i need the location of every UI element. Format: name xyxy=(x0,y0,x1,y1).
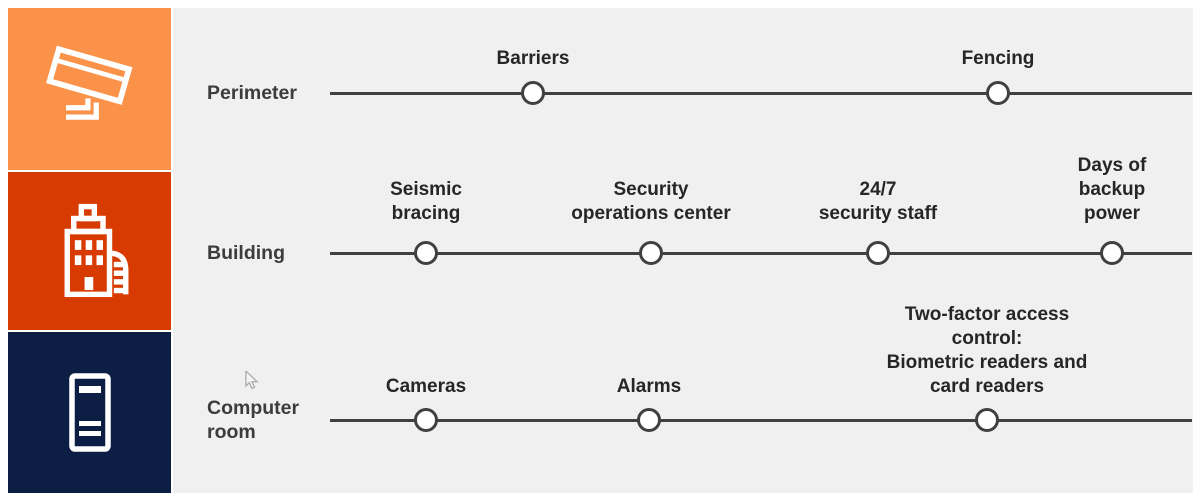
computer-room-block xyxy=(8,332,171,493)
node-label-barriers: Barriers xyxy=(496,48,570,69)
node-label-seismic-bracing: Seismic bracing xyxy=(390,179,462,224)
building-block xyxy=(8,172,171,330)
row-label-computer-room: Computer room xyxy=(207,397,300,443)
timeline-node-days-of-backup-power xyxy=(1100,241,1124,265)
node-label-247-security-staff: 24/7 security staff xyxy=(818,179,938,224)
timeline-line xyxy=(330,91,1192,95)
timeline-node-cameras xyxy=(414,408,438,432)
timeline-node-security-operations-center xyxy=(639,241,663,265)
security-camera-icon xyxy=(40,39,140,139)
diagram-panel xyxy=(173,8,1193,493)
timeline-line xyxy=(330,251,1192,255)
building-icon xyxy=(38,199,142,303)
node-label-fencing: Fencing xyxy=(961,48,1035,69)
server-rack-icon xyxy=(42,365,138,461)
perimeter-block xyxy=(8,8,171,170)
node-label-days-of-backup-power: Days of backup power xyxy=(1077,155,1147,224)
timeline-node-barriers xyxy=(521,81,545,105)
timeline-node-alarms xyxy=(637,408,661,432)
node-label-cameras: Cameras xyxy=(385,376,467,397)
node-label-security-operations-center: Security operations center xyxy=(571,179,731,224)
timeline-node-247-security-staff xyxy=(866,241,890,265)
timeline-line xyxy=(330,418,1192,422)
row-label-building: Building xyxy=(207,242,285,264)
timeline-node-seismic-bracing xyxy=(414,241,438,265)
node-label-two-factor-access-control: Two-factor access control: Biometric rea… xyxy=(886,304,1088,397)
timeline-node-fencing xyxy=(986,81,1010,105)
timeline-node-two-factor-access-control xyxy=(975,408,999,432)
node-label-alarms: Alarms xyxy=(616,376,682,397)
mouse-cursor-icon xyxy=(244,369,260,395)
row-label-perimeter: Perimeter xyxy=(207,82,297,104)
